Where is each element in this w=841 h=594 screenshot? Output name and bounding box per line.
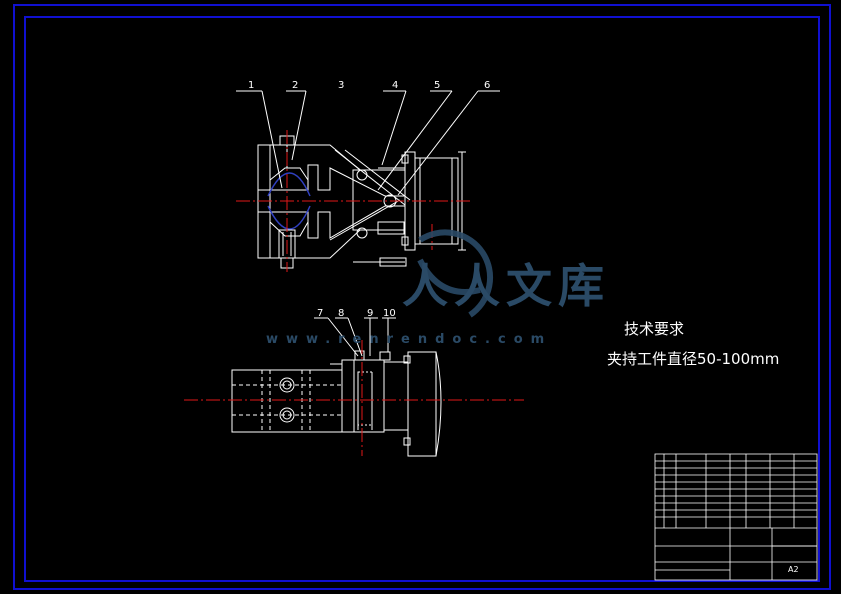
- part-label: 5: [434, 80, 440, 91]
- part-labels: 1 2 3 4 5 6 7 8 9 10: [248, 80, 490, 319]
- part-label: 8: [338, 308, 344, 319]
- watermark-logo-icon: [417, 229, 494, 318]
- sheet-size: A2: [788, 565, 799, 574]
- outer-border: [13, 4, 831, 590]
- part-label: 6: [484, 80, 490, 91]
- part-label: 10: [383, 308, 396, 319]
- front-view: [257, 135, 466, 269]
- part-label: 3: [338, 80, 344, 91]
- title-block: [654, 453, 818, 581]
- part-label: 4: [392, 80, 398, 91]
- leader-lines-lower: [314, 317, 396, 357]
- top-view-centerlines: [184, 340, 524, 456]
- watermark-name: 人人文库: [402, 259, 610, 313]
- tech-requirements-title: 技术要求: [624, 320, 685, 338]
- watermark-url: www.renrendoc.com: [266, 332, 553, 347]
- part-label: 1: [248, 80, 254, 91]
- leader-lines: [236, 90, 500, 196]
- tech-requirements-line: 夹持工件直径50-100mm: [607, 350, 780, 368]
- inner-border: [24, 16, 820, 582]
- top-view: [231, 350, 442, 457]
- part-label: 7: [317, 308, 323, 319]
- part-label: 2: [292, 80, 298, 91]
- part-label: 9: [367, 308, 373, 319]
